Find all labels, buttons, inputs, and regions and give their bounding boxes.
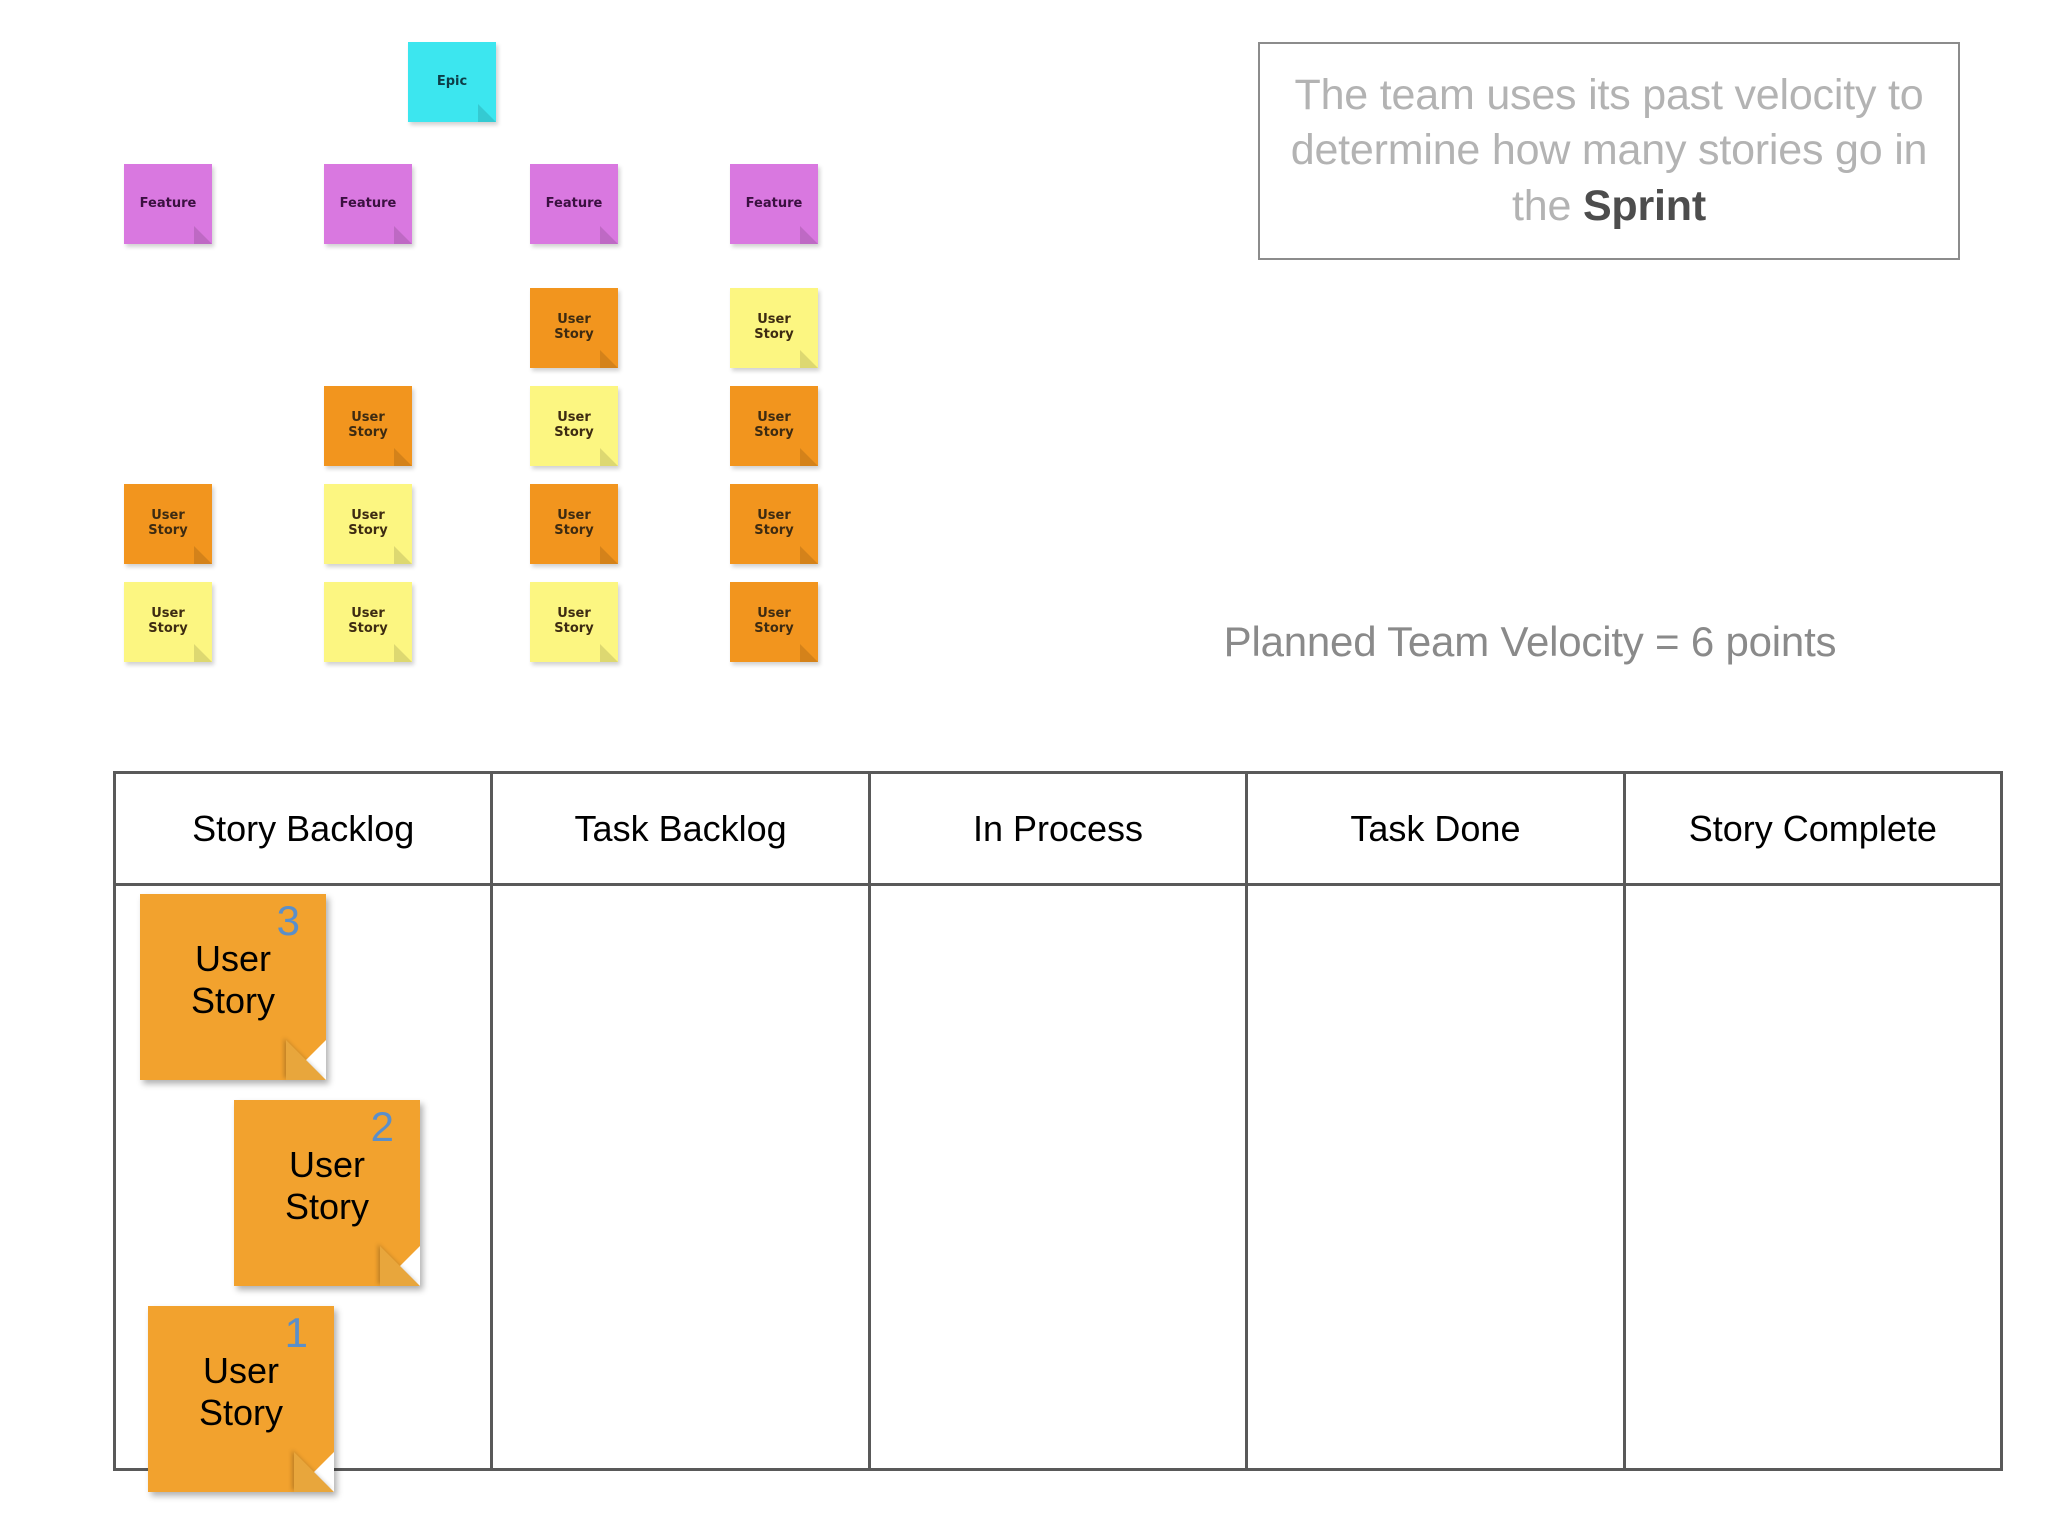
sticky-note-text: User [757, 606, 791, 622]
sticky-note-feature-4: Feature [730, 164, 818, 244]
sticky-note-fold-icon [294, 1452, 334, 1492]
sticky-note-text: User [351, 606, 385, 622]
sticky-note-text: User [757, 312, 791, 328]
board-column-cell-task-done[interactable] [1248, 886, 1626, 1471]
column-header-label: Story Complete [1688, 807, 1937, 849]
sticky-note-text: Feature [545, 195, 603, 211]
sticky-note-fold-icon [380, 1246, 420, 1286]
sticky-note-text: User [351, 410, 385, 426]
board-column-header-story-backlog: Story Backlog [116, 774, 494, 883]
board-column-header-in-process: In Process [871, 774, 1249, 883]
sticky-note-text: User [351, 508, 385, 524]
sticky-note-text: Story [754, 523, 794, 538]
sticky-note-text: Story [754, 425, 794, 440]
story-points-value: 1 [284, 1309, 308, 1356]
kanban-header-row: Story Backlog Task Backlog In Process Task … [116, 774, 2000, 886]
story-note-label-line1: User [202, 1350, 279, 1391]
velocity-callout-box: The team uses its past velocity to deter… [1258, 42, 1960, 260]
board-column-header-story-complete: Story Complete [1626, 774, 2000, 883]
column-header-label: Task Done [1350, 807, 1521, 849]
sticky-note-feature-3: Feature [530, 164, 618, 244]
sticky-note-text: Feature [139, 195, 197, 211]
story-points-value: 2 [370, 1103, 394, 1150]
column-header-label: In Process [972, 807, 1144, 849]
sticky-note-fold-icon [286, 1040, 326, 1080]
sticky-note-text: Story [554, 425, 594, 440]
sticky-note-text: User [151, 508, 185, 524]
sticky-note-text: Story [754, 327, 794, 342]
sticky-note-text: User [557, 410, 591, 426]
callout-sprint-emphasis: Sprint [1582, 181, 1706, 230]
velocity-callout-text: The team uses its past velocity to deter… [1278, 68, 1940, 233]
board-column-cell-story-complete[interactable] [1626, 886, 2000, 1471]
column-header-label: Task Backlog [574, 807, 787, 849]
sticky-note-feature-2: Feature [324, 164, 412, 244]
story-note-label-line2: Story [198, 1392, 284, 1434]
sticky-note-feature-1: Feature [124, 164, 212, 244]
story-note-label-line1: User [194, 938, 271, 979]
sticky-note-text: User [757, 508, 791, 524]
planned-team-velocity-label: Planned Team Velocity = 6 points [1223, 618, 1837, 665]
story-note-label-line2: Story [284, 1186, 370, 1228]
sticky-note-text: Story [348, 621, 388, 636]
sticky-note-text: Feature [339, 195, 397, 211]
sticky-note-text: Story [554, 621, 594, 636]
board-column-cell-task-backlog[interactable] [493, 886, 871, 1471]
story-points-value: 3 [276, 897, 300, 944]
kanban-board: Story Backlog Task Backlog In Process Task … [113, 771, 2003, 1471]
sticky-note-text: Story [754, 621, 794, 636]
sticky-note-text: Story [148, 621, 188, 636]
column-header-label: Story Backlog [192, 807, 415, 849]
board-column-header-task-done: Task Done [1248, 774, 1626, 883]
sticky-note-text: Feature [745, 195, 803, 211]
story-note-label-line2: Story [190, 980, 276, 1022]
sticky-note-text: Story [554, 327, 594, 342]
story-note-label-line1: User [288, 1144, 365, 1185]
board-column-cell-story-backlog[interactable] [116, 886, 494, 1471]
kanban-body-row [116, 886, 2000, 1471]
sticky-note-text: User [757, 410, 791, 426]
sticky-note-text: User [557, 606, 591, 622]
board-column-header-task-backlog: Task Backlog [493, 774, 871, 883]
sticky-note-text: User [557, 508, 591, 524]
sticky-note-text: Story [148, 523, 188, 538]
board-column-cell-in-process[interactable] [871, 886, 1249, 1471]
sticky-note-text: User [151, 606, 185, 622]
sticky-note-text: Story [348, 425, 388, 440]
sticky-note-epic: Epic [408, 42, 496, 122]
sticky-note-text: Epic [436, 73, 468, 89]
sticky-note-text: User [557, 312, 591, 328]
callout-prefix-text: The team uses its past velocity to deter… [1290, 71, 1928, 230]
sticky-note-text: Story [348, 523, 388, 538]
sticky-note-text: Story [554, 523, 594, 538]
